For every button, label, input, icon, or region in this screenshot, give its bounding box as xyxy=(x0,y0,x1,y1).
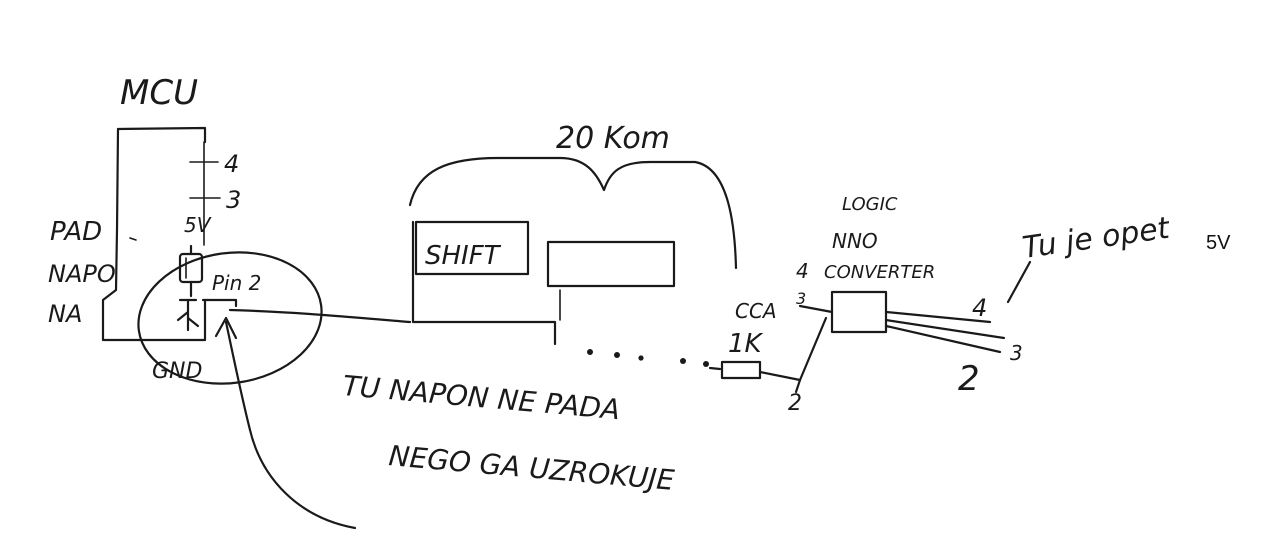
twenty-kom-brace xyxy=(408,156,738,270)
note-line-2: NEGO GA UZROKUJE xyxy=(387,439,676,497)
resistor-1k-label: 1K xyxy=(728,329,764,359)
mcu-block xyxy=(101,126,221,342)
lc-pin3-left-label: 3 xyxy=(796,289,806,308)
out-pin4-label: 4 xyxy=(972,294,987,322)
lc-pin4-left-label: 4 xyxy=(796,259,809,283)
lc-pin2-label: 2 xyxy=(788,391,802,416)
gnd-label: GND xyxy=(152,359,202,384)
note-line-1: TU NAPON NE PADA xyxy=(341,369,621,426)
resistor-1k xyxy=(708,316,828,394)
tu-je-opet-pointer xyxy=(1006,260,1032,304)
logic-converter xyxy=(798,290,1006,354)
pin2-wire xyxy=(228,308,412,324)
mcu-pin-4-label: 4 xyxy=(224,150,239,178)
logic-label-1: LOGIC xyxy=(842,194,898,215)
cca-label: CCA xyxy=(735,299,777,323)
continuation-dots xyxy=(587,349,709,367)
shift-label: SHIFT xyxy=(425,241,502,271)
out-pin2-label: 2 xyxy=(958,359,980,399)
twenty-kom-label: 20 Kom xyxy=(556,121,670,156)
tu-je-opet-label: Tu je opet xyxy=(1020,211,1172,266)
logic-label-2: NNO xyxy=(832,229,878,253)
mcu-pin-3-label: 3 xyxy=(226,186,241,214)
mcu-label: MCU xyxy=(120,73,198,113)
five-v-typed-label: 5V xyxy=(1206,232,1231,254)
na-label: NA xyxy=(48,300,82,328)
note-arrow xyxy=(224,320,357,530)
mcu-5v-label: 5V xyxy=(184,213,212,237)
logic-label-3: CONVERTER xyxy=(824,262,935,283)
pad-label: PAD xyxy=(50,217,102,247)
pin2-label: Pin 2 xyxy=(212,271,261,295)
note-arrowhead xyxy=(214,316,238,340)
napo-label: NAPO xyxy=(48,260,116,288)
out-pin3-label: 3 xyxy=(1010,341,1023,365)
shift-registers xyxy=(411,220,676,346)
